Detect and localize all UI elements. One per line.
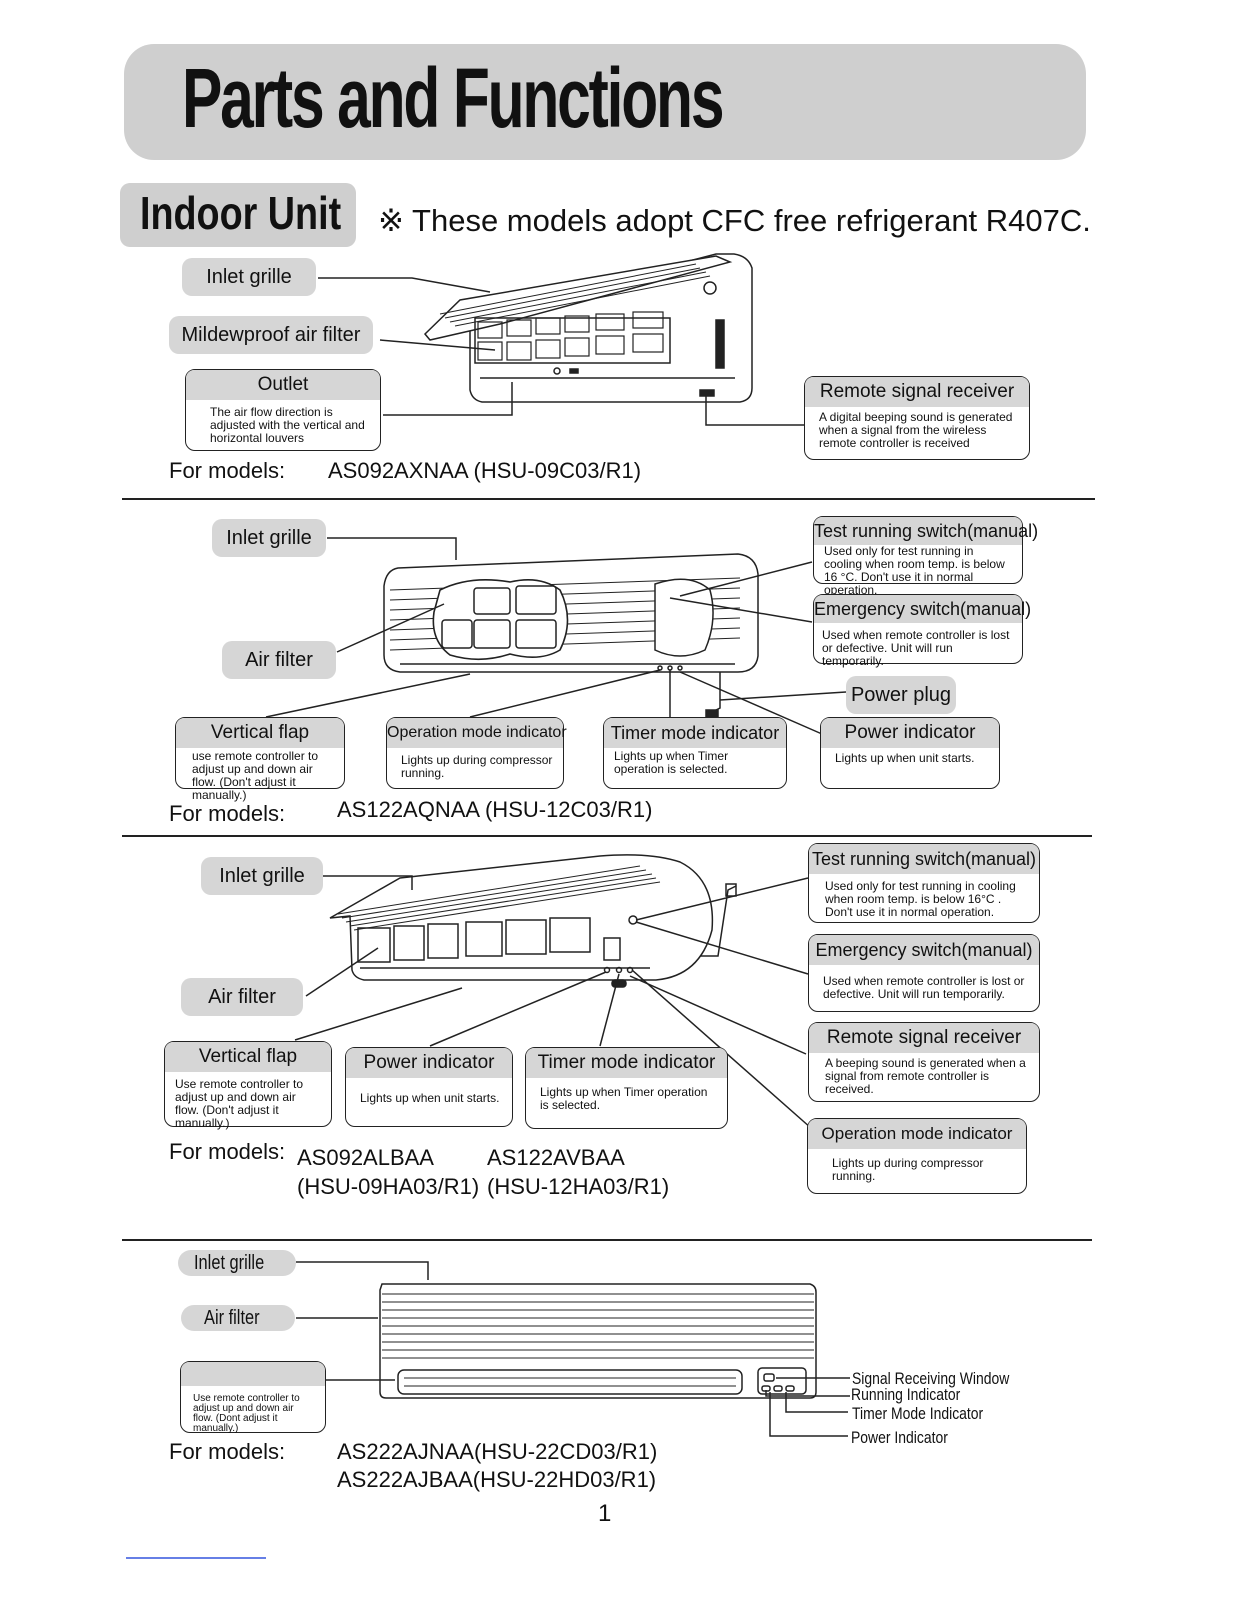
outlet-title: Outlet [186, 370, 380, 400]
operation-mode-description: Lights up during compressor running. [832, 1156, 984, 1183]
vertical-flap-description: Use remote controller to adjust up and d… [193, 1393, 300, 1434]
power-indicator-description: Lights up when unit starts. [835, 751, 975, 765]
timer-indicator-label: Timer Mode Indicator [852, 1404, 984, 1423]
page-number: 1 [598, 1500, 612, 1527]
test-switch-box: Test running switch(manual) Used only fo… [813, 516, 1038, 597]
vertical-flap-description: use remote controller to adjust up and d… [192, 749, 319, 802]
vertical-flap-box: Vertical flap Use remote controller to a… [164, 1041, 332, 1130]
vertical-flap-title-blank [181, 1362, 325, 1386]
remote-receiver-title: Remote signal receiver [805, 377, 1029, 407]
model-1: AS222AJNAA(HSU-22CD03/R1) [337, 1439, 658, 1464]
test-switch-description: Used only for test running in cooling wh… [824, 544, 1005, 597]
power-indicator-title: Power indicator [346, 1048, 512, 1078]
timer-mode-description: Lights up when Timer operation is select… [614, 749, 729, 776]
section-title: Indoor Unit [140, 187, 342, 239]
test-switch-description: Used only for test running in cooling wh… [825, 879, 1016, 919]
models-label: For models: [169, 801, 286, 826]
outlet-description: The air flow direction is adjusted with … [210, 405, 365, 445]
timer-mode-box: Timer mode indicator Lights up when Time… [525, 1047, 728, 1129]
unit3-drawing [294, 854, 812, 1129]
air-filter-label: Air filter [181, 1305, 295, 1331]
page-title: Parts and Functions [182, 51, 724, 145]
inlet-grille-label: Inlet grille [178, 1250, 296, 1276]
outlet-box: Outlet The air flow direction is adjuste… [185, 369, 381, 451]
timer-mode-description: Lights up when Timer operation is select… [540, 1085, 708, 1112]
vertical-flap-title: Vertical flap [165, 1042, 331, 1072]
model-a: AS092ALBAA [297, 1145, 434, 1170]
vertical-flap-description: Use remote controller to adjust up and d… [175, 1077, 304, 1130]
test-switch-box: Test running switch(manual) Used only fo… [808, 843, 1040, 923]
refrigerant-note: ※ These models adopt CFC free refrigeran… [378, 203, 1091, 238]
emergency-switch-title: Emergency switch(manual) [814, 595, 1031, 623]
remote-receiver-title: Remote signal receiver [809, 1023, 1039, 1053]
test-switch-title: Test running switch(manual) [814, 517, 1038, 545]
test-switch-title: Test running switch(manual) [809, 844, 1039, 874]
timer-mode-box: Timer mode indicator Lights up when Time… [603, 717, 787, 789]
power-indicator-box: Power indicator Lights up when unit star… [345, 1047, 513, 1127]
power-plug-label: Power plug [846, 676, 956, 714]
emergency-switch-description: Used when remote controller is lost or d… [822, 628, 1010, 668]
operation-mode-box: Operation mode indicator Lights up durin… [386, 717, 567, 789]
models-label: For models: [169, 458, 286, 483]
model-b-code: (HSU-12HA03/R1) [487, 1174, 670, 1199]
models-label: For models: [169, 1139, 286, 1164]
model-list: AS092AXNAA (HSU-09C03/R1) [328, 458, 642, 483]
model-a-code: (HSU-09HA03/R1) [297, 1174, 480, 1199]
title-banner [124, 44, 1086, 160]
section-tab [120, 183, 356, 247]
emergency-switch-box: Emergency switch(manual) Used when remot… [813, 594, 1031, 668]
operation-mode-title: Operation mode indicator [808, 1119, 1026, 1149]
air-filter-label: Air filter [181, 978, 303, 1016]
power-indicator-label: Power Indicator [851, 1428, 948, 1447]
unit2-drawing [265, 537, 847, 735]
operation-mode-box: Operation mode indicator Lights up durin… [807, 1118, 1027, 1194]
remote-receiver-box: Remote signal receiver A beeping sound i… [808, 1022, 1040, 1102]
air-filter-text: Air filter [204, 1307, 260, 1329]
timer-mode-title: Timer mode indicator [526, 1048, 727, 1078]
air-filter-label: Air filter [222, 641, 336, 679]
vertical-flap-box: Use remote controller to adjust up and d… [180, 1361, 326, 1434]
model-2: AS222AJBAA(HSU-22HD03/R1) [337, 1467, 657, 1492]
operation-mode-title: Operation mode indicator [387, 718, 567, 748]
unit4-drawing [296, 1261, 850, 1437]
model-list: AS122AQNAA (HSU-12C03/R1) [337, 797, 653, 822]
models-label: For models: [169, 1439, 286, 1464]
power-indicator-description: Lights up when unit starts. [360, 1091, 500, 1105]
vertical-flap-box: Vertical flap use remote controller to a… [175, 717, 345, 802]
unit1-drawing [318, 253, 806, 426]
vertical-flap-title: Vertical flap [176, 718, 344, 748]
remote-receiver-description: A digital beeping sound is generated whe… [819, 410, 1013, 450]
operation-mode-description: Lights up during compressor running. [401, 753, 553, 780]
model-b: AS122AVBAA [487, 1145, 625, 1170]
mildewproof-filter-label: Mildewproof air filter [169, 316, 373, 354]
emergency-switch-title: Emergency switch(manual) [809, 935, 1039, 965]
running-indicator-label: Running Indicator [851, 1385, 961, 1404]
inlet-grille-text: Inlet grille [194, 1252, 265, 1274]
remote-receiver-description: A beeping sound is generated when a sign… [825, 1056, 1026, 1096]
inlet-grille-label: Inlet grille [212, 519, 326, 557]
inlet-grille-label: Inlet grille [201, 857, 323, 895]
timer-mode-title: Timer mode indicator [604, 718, 786, 748]
emergency-switch-description: Used when remote controller is lost or d… [823, 974, 1025, 1001]
power-indicator-title: Power indicator [821, 718, 999, 748]
inlet-grille-label: Inlet grille [182, 258, 316, 296]
emergency-switch-box: Emergency switch(manual) Used when remot… [808, 934, 1040, 1012]
power-indicator-box: Power indicator Lights up when unit star… [820, 717, 1000, 789]
remote-receiver-box: Remote signal receiver A digital beeping… [804, 376, 1030, 460]
signal-window-label: Signal Receiving Window [852, 1369, 1010, 1388]
